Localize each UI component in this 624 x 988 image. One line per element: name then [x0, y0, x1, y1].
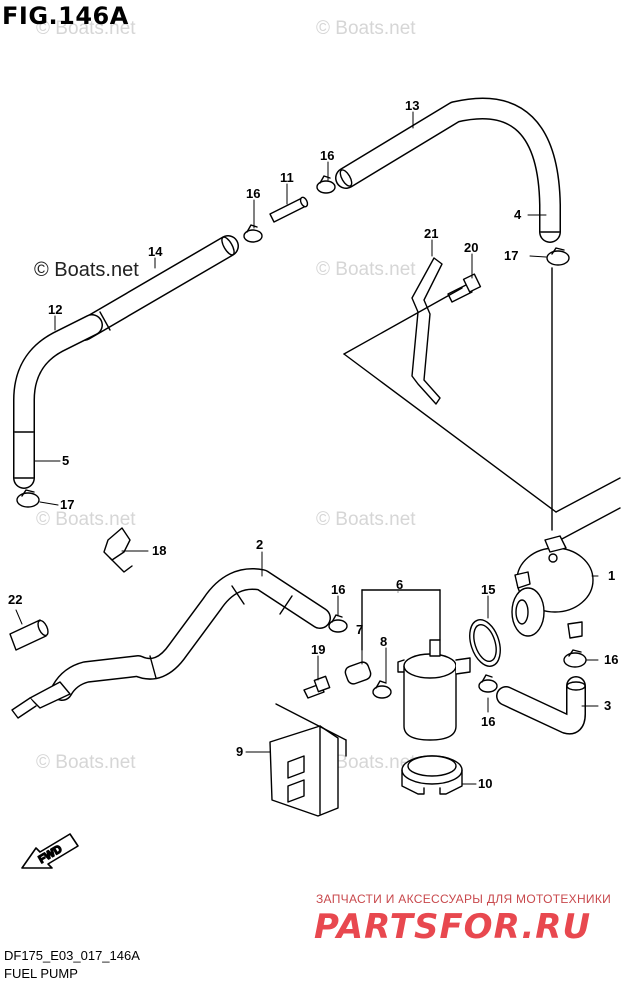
callout-17[interactable]: 17 [504, 248, 518, 263]
bolt-20[interactable] [447, 273, 482, 303]
sleeve-22[interactable] [9, 619, 50, 651]
bracket-9[interactable] [269, 725, 339, 817]
callout-11[interactable]: 11 [280, 170, 294, 185]
callout-16[interactable]: 16 [481, 714, 495, 729]
o-ring-15[interactable] [464, 616, 505, 670]
callout-5[interactable]: 5 [62, 453, 69, 468]
group-6-leader [361, 589, 441, 651]
callout-7[interactable]: 7 [356, 622, 363, 637]
figure-name: FUEL PUMP [4, 966, 78, 981]
copyright-notice: © Boats.net [34, 259, 139, 281]
clamp-17[interactable] [546, 247, 570, 266]
callout-14[interactable]: 14 [148, 244, 163, 259]
callout-22[interactable]: 22 [8, 592, 22, 607]
watermark: © Boats.net [36, 752, 136, 773]
callout-19[interactable]: 19 [311, 642, 325, 657]
callout-15[interactable]: 15 [481, 582, 495, 597]
hose-13[interactable] [335, 97, 561, 243]
watermark: © Boats.net [36, 509, 136, 530]
leader-lines [15, 111, 599, 785]
shop-logo: PARTSFOR.RU [314, 907, 592, 947]
callout-3[interactable]: 3 [604, 698, 611, 713]
callout-2[interactable]: 2 [256, 537, 263, 552]
bolt-19[interactable] [303, 675, 331, 699]
figure-title: FIG.146A [2, 2, 129, 30]
shop-tagline: ЗАПЧАСТИ И АКСЕССУАРЫ ДЛЯ МОТОТЕХНИКИ [316, 892, 612, 906]
filter-band-10[interactable] [401, 755, 463, 795]
callout-16[interactable]: 16 [331, 582, 345, 597]
callout-17[interactable]: 17 [60, 497, 74, 512]
fuel-line-fitting[interactable] [11, 681, 71, 719]
watermark: © Boats.net [316, 259, 416, 280]
callout-6[interactable]: 6 [396, 577, 403, 592]
callout-13[interactable]: 13 [405, 98, 419, 113]
clamp-16[interactable] [328, 614, 348, 633]
clamp-17[interactable] [16, 489, 40, 508]
bracket-21[interactable] [411, 257, 443, 405]
callout-12[interactable]: 12 [48, 302, 62, 317]
clip-18[interactable] [103, 527, 133, 573]
fwd-arrow-icon [21, 833, 79, 869]
hose-14[interactable] [73, 235, 239, 341]
callout-21[interactable]: 21 [424, 226, 438, 241]
hose-12[interactable] [13, 314, 103, 489]
clamp-16[interactable] [563, 649, 587, 668]
guide-line-9 [275, 703, 347, 757]
callout-16[interactable]: 16 [320, 148, 334, 163]
watermark: © Boats.net [36, 18, 136, 39]
callout-8[interactable]: 8 [380, 634, 387, 649]
hose-3[interactable] [496, 676, 586, 735]
callout-10[interactable]: 10 [478, 776, 492, 791]
callout-numbers: 1 2 3 4 5 6 7 8 9 10 11 12 13 14 15 16 1… [8, 98, 618, 791]
watermark: © Boats.net [316, 18, 416, 39]
sleeve-7[interactable] [344, 660, 373, 685]
clamp-16[interactable] [316, 175, 336, 194]
clamp-8[interactable] [372, 680, 392, 699]
callout-4[interactable]: 4 [514, 207, 522, 222]
callout-1[interactable]: 1 [608, 568, 615, 583]
callout-9[interactable]: 9 [236, 744, 243, 759]
callout-20[interactable]: 20 [464, 240, 478, 255]
fuel-pump-1[interactable] [511, 535, 594, 639]
callout-18[interactable]: 18 [152, 543, 166, 558]
watermark: © Boats.net [316, 752, 416, 773]
clamp-16[interactable] [478, 674, 498, 693]
fuel-filter-6[interactable] [397, 639, 471, 741]
hose-2[interactable] [51, 568, 331, 701]
watermark: © Boats.net [316, 509, 416, 530]
connector-11[interactable] [269, 196, 309, 223]
callout-16[interactable]: 16 [246, 186, 260, 201]
clamp-16[interactable] [243, 224, 263, 243]
figure-code: DF175_E03_017_146A [4, 948, 140, 963]
assembly-guide-lines [343, 267, 621, 541]
callout-16[interactable]: 16 [604, 652, 618, 667]
